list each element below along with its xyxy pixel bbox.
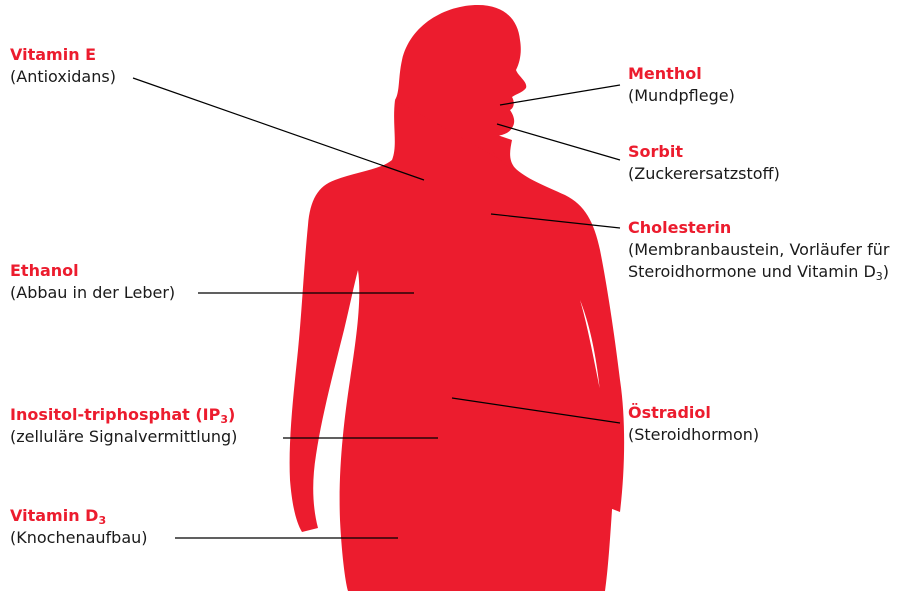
label-title: Vitamin D3 xyxy=(10,505,148,527)
line-vitamin-e xyxy=(133,78,424,180)
label-menthol: Menthol (Mundpflege) xyxy=(628,63,735,107)
label-description: (Zuckerersatzstoff) xyxy=(628,163,780,185)
line-sorbit xyxy=(497,124,620,160)
label-description: (Membranbaustein, Vorläufer für xyxy=(628,239,889,261)
label-title: Östradiol xyxy=(628,402,759,424)
label-sorbit: Sorbit (Zuckerersatzstoff) xyxy=(628,141,780,185)
label-vitamin-d3: Vitamin D3 (Knochenaufbau) xyxy=(10,505,148,549)
label-oestradiol: Östradiol (Steroidhormon) xyxy=(628,402,759,446)
label-title: Menthol xyxy=(628,63,735,85)
label-vitamin-e: Vitamin E (Antioxidans) xyxy=(10,44,116,88)
label-description: (Steroidhormon) xyxy=(628,424,759,446)
label-description: (Mundpflege) xyxy=(628,85,735,107)
label-description-line2: Steroidhormone und Vitamin D3) xyxy=(628,261,889,283)
label-ethanol: Ethanol (Abbau in der Leber) xyxy=(10,260,175,304)
label-title: Vitamin E xyxy=(10,44,116,66)
label-description: (Abbau in der Leber) xyxy=(10,282,175,304)
label-inositol: Inositol-triphosphat (IP3) (zelluläre Si… xyxy=(10,404,237,448)
label-title: Sorbit xyxy=(628,141,780,163)
label-cholesterin: Cholesterin (Membranbaustein, Vorläufer … xyxy=(628,217,889,283)
label-description: (Antioxidans) xyxy=(10,66,116,88)
label-title: Ethanol xyxy=(10,260,175,282)
body-shape xyxy=(290,100,625,591)
label-title: Inositol-triphosphat (IP3) xyxy=(10,404,237,426)
label-description: (Knochenaufbau) xyxy=(10,527,148,549)
label-title: Cholesterin xyxy=(628,217,889,239)
label-description: (zelluläre Signalvermittlung) xyxy=(10,426,237,448)
